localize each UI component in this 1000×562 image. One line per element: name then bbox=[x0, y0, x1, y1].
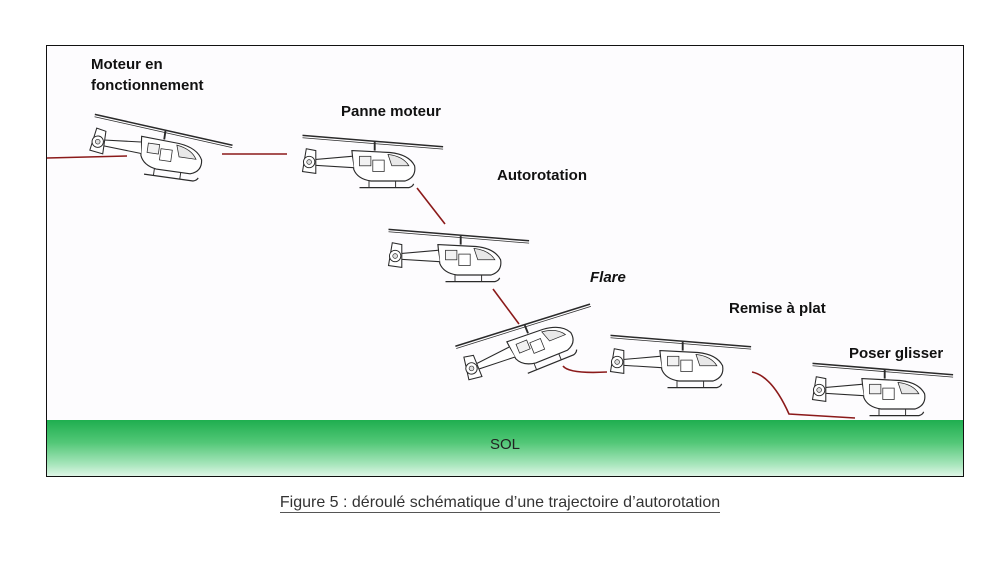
label-poser: Poser glisser bbox=[849, 345, 944, 362]
label-moteur: Moteur en fonctionnement bbox=[91, 54, 204, 96]
label-autorotation: Autorotation bbox=[497, 167, 587, 184]
trajectory-scene bbox=[47, 113, 955, 419]
helicopter-icon bbox=[301, 134, 445, 189]
helicopter-icon bbox=[387, 228, 531, 283]
helicopter-icon bbox=[811, 362, 955, 417]
helicopter-icon bbox=[86, 113, 236, 187]
figure-caption-text: Figure 5 : déroulé schématique d’une tra… bbox=[279, 494, 721, 513]
diagram-frame: Moteur en fonctionnement Panne moteur Au… bbox=[46, 45, 964, 477]
trajectory-path bbox=[47, 153, 856, 419]
label-flare: Flare bbox=[590, 269, 626, 286]
helicopter-icon bbox=[454, 292, 607, 396]
ground-label: SOL bbox=[489, 436, 520, 453]
label-moteur-line2: fonctionnement bbox=[91, 77, 204, 94]
ground: SOL bbox=[47, 420, 963, 476]
label-panne: Panne moteur bbox=[341, 103, 442, 120]
label-moteur-line1: Moteur en bbox=[91, 56, 163, 73]
figure-caption: Figure 5 : déroulé schématique d’une tra… bbox=[0, 494, 1000, 513]
label-remise: Remise à plat bbox=[729, 300, 826, 317]
helicopter-icon bbox=[609, 334, 753, 389]
